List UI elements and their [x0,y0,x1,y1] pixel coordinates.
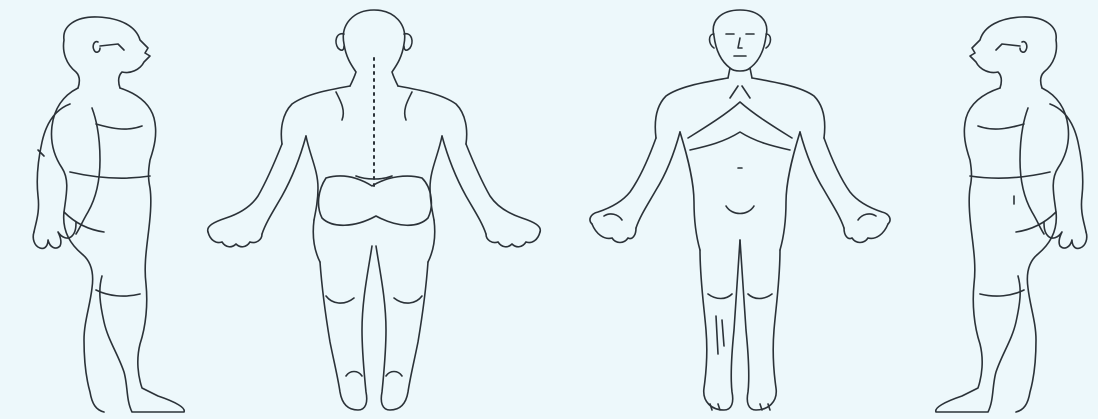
hand [1044,222,1087,248]
buttock-line [1016,212,1056,232]
head-outline [64,17,151,88]
torso-front [936,88,1020,412]
figure-left-side [33,17,184,412]
hairline [996,44,1020,50]
torso-back [51,88,104,412]
pectoral-line [96,124,142,129]
hips [313,176,435,262]
arm-right [442,136,540,234]
hand-left [208,232,262,247]
ear [1020,42,1027,53]
calf-right [394,296,422,303]
leg-right [740,240,780,410]
ear [93,42,100,53]
nose [738,38,742,48]
hand-right [486,232,540,247]
heels [346,372,402,377]
arm-left [590,132,680,228]
head-outline [970,17,1057,88]
calf-left [326,296,354,303]
toes [710,404,770,410]
hairline [100,44,124,50]
knee-line [980,290,1024,296]
figure-back [208,10,541,410]
arm-right [800,132,890,228]
torso-back [1016,88,1069,412]
arm-left [208,136,306,234]
leg-left [700,240,740,410]
chest-lines [688,86,792,150]
figure-right-side [936,17,1087,412]
knee-line [96,290,140,296]
hand [33,222,76,248]
knees [708,294,772,299]
belt-line [970,172,1050,178]
leg-left [320,246,372,410]
pectoral-line [978,124,1024,129]
buttock-line [64,212,104,232]
scapula-left [336,92,343,120]
shin-marks [716,316,724,354]
scapula-right [405,92,412,120]
hand-right [844,214,888,243]
belt-line [70,172,150,178]
figure-front [590,10,890,410]
hand-left [592,214,636,243]
torso-front [100,88,184,412]
torso-outline [655,78,824,250]
groin [726,206,754,214]
leg-right [376,246,428,410]
